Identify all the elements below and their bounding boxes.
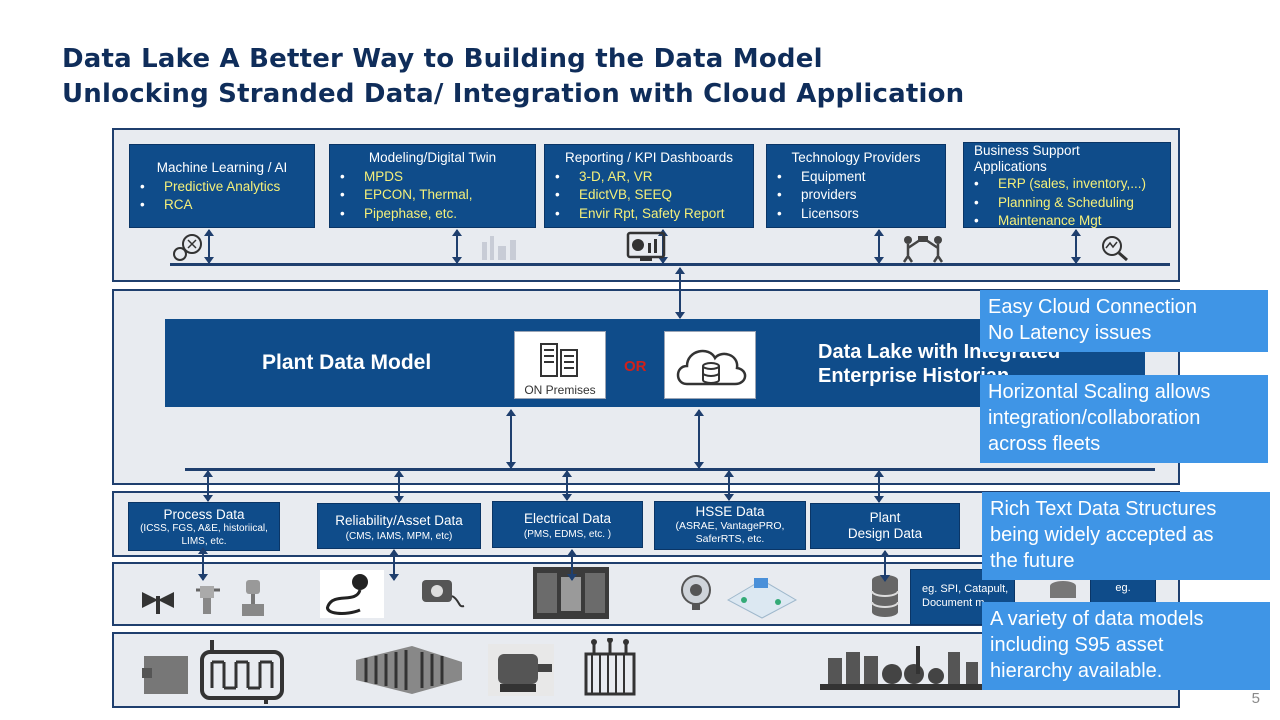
connector-ml [204, 229, 214, 264]
ml-ai-title: Machine Learning / AI [156, 160, 288, 175]
motor-icon [488, 644, 554, 696]
server-rack-icon [540, 343, 578, 377]
connector-cloud-up [675, 267, 685, 319]
monitoring-device-icon [422, 580, 465, 608]
applications-bus [170, 263, 1170, 266]
process-data-sub2: LIMS, etc. [181, 535, 227, 547]
valve-icon [142, 592, 174, 614]
modeling-item-3: Pipephase, etc. [340, 205, 535, 224]
process-data-title: Process Data [163, 507, 245, 522]
connector-electrical [562, 470, 572, 501]
connector-hsse [724, 470, 734, 501]
hsse-data-title: HSSE Data [695, 504, 765, 519]
connector-technology [874, 229, 884, 264]
database-icon [871, 575, 899, 617]
electrical-data-box: Electrical Data (PMS, EDMS, etc. ) [492, 501, 643, 548]
hsse-data-sub: (ASRAE, VantagePRO, [675, 520, 785, 533]
technology-title: Technology Providers [791, 150, 921, 165]
reporting-box: Reporting / KPI Dashboards 3-D, AR, VR E… [544, 144, 754, 228]
database-small-icon [1050, 581, 1076, 598]
hsse-data-box: HSSE Data (ASRAE, VantagePRO, SaferRTS, … [654, 501, 806, 550]
plant-data-model-label: Plant Data Model [262, 351, 432, 374]
reliability-data-sub: (CMS, IAMS, MPM, etc) [345, 531, 453, 543]
connector-onprem-bus [506, 409, 516, 469]
team-collaboration-icon [902, 236, 944, 263]
connector-electrical-devices [567, 549, 577, 581]
plant-design-sub: Design Data [847, 526, 923, 542]
ml-ai-item-2: RCA [140, 196, 314, 215]
technology-item-2: providers [777, 186, 945, 205]
connector-reliability-devices [389, 549, 399, 581]
business-item-3: Maintenance Mgt [974, 212, 1170, 231]
reporting-item-1: 3-D, AR, VR [555, 168, 753, 187]
connector-plant-design [874, 470, 884, 503]
cloud-box [664, 331, 756, 399]
connector-cloud-bus [694, 409, 704, 469]
transformer-icon [584, 638, 636, 696]
electrical-room-icon [533, 567, 609, 619]
search-analytics-icon [1102, 236, 1128, 262]
on-premises-label: ON Premises [524, 383, 596, 397]
data-model-bus [185, 468, 1155, 471]
sensor-icon [196, 586, 220, 614]
control-valve-icon [242, 580, 264, 616]
modeling-title: Modeling/Digital Twin [368, 150, 497, 165]
modeling-item-2: EPCON, Thermal, [340, 186, 535, 205]
plant-facility-icon [820, 646, 984, 690]
connector-process-devices [198, 547, 208, 581]
ml-ai-box: Machine Learning / AI Predictive Analyti… [129, 144, 315, 228]
process-data-box: Process Data (ICSS, FGS, A&E, historiica… [128, 502, 280, 551]
weather-station-icon [681, 575, 711, 610]
modeling-item-1: MPDS [340, 168, 535, 187]
reporting-item-2: EdictVB, SEEQ [555, 186, 753, 205]
page-number: 5 [1251, 690, 1260, 707]
process-data-sub: (ICSS, FGS, A&E, historiical, [140, 523, 268, 535]
plant-design-data-box: Plant Design Data [810, 503, 960, 549]
technology-item-3: Licensors [777, 205, 945, 224]
cloud-database-icon [676, 349, 747, 386]
on-premises-box: ON Premises [514, 331, 606, 399]
connector-reliability [394, 470, 404, 503]
electrical-data-sub: (PMS, EDMS, etc. ) [523, 529, 612, 541]
business-item-1: ERP (sales, inventory,...) [974, 175, 1170, 194]
refinery-icon [482, 236, 516, 260]
or-label: OR [624, 358, 647, 375]
connector-plant-db [880, 550, 890, 582]
connector-business [1071, 229, 1081, 264]
reporting-item-3: Envir Rpt, Safety Report [555, 205, 753, 224]
title-line-1: Data Lake A Better Way to Building the D… [62, 44, 823, 74]
heat-exchanger-icon [142, 640, 284, 704]
electrical-data-title: Electrical Data [523, 511, 612, 526]
connector-process [203, 470, 213, 502]
reporting-title: Reporting / KPI Dashboards [564, 150, 734, 165]
eg-small-text: eg. [1115, 582, 1131, 594]
eg-spi-text: eg. SPI, Catapult, [922, 583, 1009, 595]
technology-box: Technology Providers Equipment providers… [766, 144, 946, 228]
modeling-box: Modeling/Digital Twin MPDS EPCON, Therma… [329, 144, 536, 228]
dashboard-monitor-icon [626, 231, 666, 261]
hsse-data-sub2: SaferRTS, etc. [695, 533, 765, 546]
vibration-probe-icon [320, 570, 384, 618]
business-item-2: Planning & Scheduling [974, 194, 1170, 213]
safety-map-icon [726, 578, 798, 619]
technology-item-1: Equipment [777, 168, 945, 187]
brain-gear-icon [173, 234, 202, 261]
connector-modeling [452, 229, 462, 264]
ml-ai-item-1: Predictive Analytics [140, 178, 314, 197]
eg-spi-text-2: Document m [922, 597, 985, 609]
turbine-icon [356, 646, 462, 694]
reliability-data-box: Reliability/Asset Data (CMS, IAMS, MPM, … [317, 503, 481, 549]
plant-design-title: Plant [869, 510, 901, 525]
title-line-2: Unlocking Stranded Data/ Integration wit… [62, 79, 965, 109]
reliability-data-title: Reliability/Asset Data [335, 513, 463, 528]
